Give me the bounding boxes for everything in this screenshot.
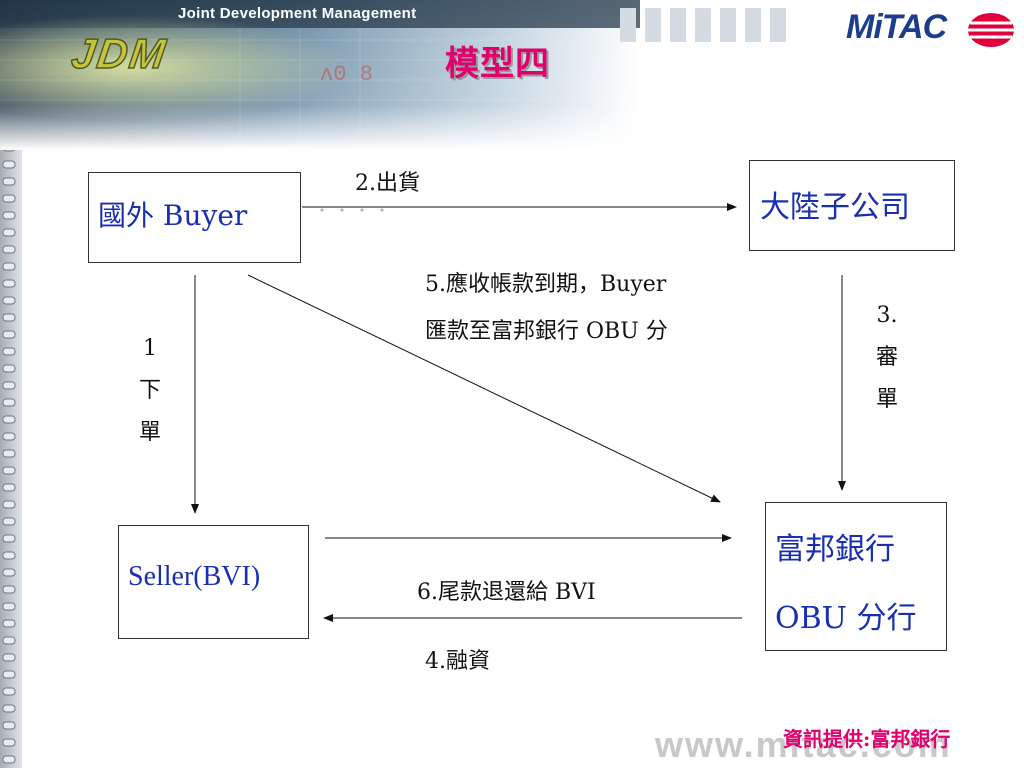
node-seller-label: Seller(BVI) (128, 561, 261, 592)
node-buyer-label: 國外 Buyer (98, 199, 248, 232)
arrow-payment (247, 274, 721, 503)
binding-ring (2, 704, 16, 713)
binding-ring (2, 194, 16, 203)
binding-ring (2, 432, 16, 441)
binding-ring (2, 500, 16, 509)
binding-ring (2, 415, 16, 424)
binding-ring (2, 653, 16, 662)
binding-ring (2, 364, 16, 373)
binding-ring (2, 449, 16, 458)
binding-ring (2, 687, 16, 696)
node-subsidiary-label: 大陸子公司 (760, 190, 910, 225)
label-refund: 6.尾款退還給 BVI (417, 580, 596, 605)
binding-ring (2, 398, 16, 407)
binding-ring (2, 568, 16, 577)
node-bank-label-2: OBU 分行 (775, 601, 917, 636)
label-shipment: 2.出貨 (355, 171, 420, 196)
binding-ring (2, 517, 16, 526)
mitac-globe-icon (968, 13, 1014, 47)
node-seller (118, 525, 309, 639)
binding-ring (2, 279, 16, 288)
decorative-dots (320, 208, 384, 212)
label-payment-line2: 匯款至富邦銀行 OBU 分 (425, 319, 668, 344)
decorative-stripes (620, 8, 786, 42)
binding-ring (2, 245, 16, 254)
binding-ring (2, 177, 16, 186)
label-review-2: 審 (875, 345, 898, 370)
binding-ring (2, 670, 16, 679)
binding-ring (2, 738, 16, 747)
node-subsidiary (749, 160, 955, 251)
label-review-1: 3. (876, 303, 898, 328)
header-banner: ʌ0 8 Joint Development Management JDM (0, 0, 640, 150)
binding-ring (2, 313, 16, 322)
slide-title: 模型四 (445, 44, 550, 84)
label-payment-line1: 5.應收帳款到期，Buyer (425, 272, 667, 297)
binding-ring (2, 721, 16, 730)
binding-ring (2, 347, 16, 356)
binding-ring (2, 619, 16, 628)
label-review-3: 單 (875, 387, 898, 412)
binding-ring (2, 585, 16, 594)
footer-credit: 資訊提供:富邦銀行 (783, 727, 951, 751)
footer-url: www.mitac.com (655, 724, 952, 765)
binding-ring (2, 534, 16, 543)
banner-title: Joint Development Management (178, 5, 417, 22)
label-order-2: 下 (138, 378, 161, 403)
binding-ring (2, 228, 16, 237)
label-review: 3. 審 單 (870, 295, 904, 421)
label-order: 1 下 單 (135, 328, 165, 454)
binding-ring (2, 262, 16, 271)
binding-ring (2, 160, 16, 169)
binding-ring (2, 466, 16, 475)
binding-ring (2, 483, 16, 492)
binding-ring (2, 330, 16, 339)
node-bank-label-1: 富邦銀行 (775, 532, 895, 567)
label-order-3: 單 (138, 420, 161, 445)
label-order-1: 1 (143, 336, 157, 361)
binding-ring (2, 755, 16, 764)
node-bank (765, 502, 947, 651)
mitac-logo: MiTAC (846, 8, 947, 46)
node-buyer (88, 172, 301, 263)
label-financing: 4.融資 (425, 649, 490, 674)
banner-background: ʌ0 8 (0, 0, 640, 150)
binding-ring (2, 602, 16, 611)
binding-ring (2, 551, 16, 560)
binding-ring (2, 636, 16, 645)
binding-ring (2, 211, 16, 220)
binding-ring (2, 296, 16, 305)
binding-ring (2, 381, 16, 390)
